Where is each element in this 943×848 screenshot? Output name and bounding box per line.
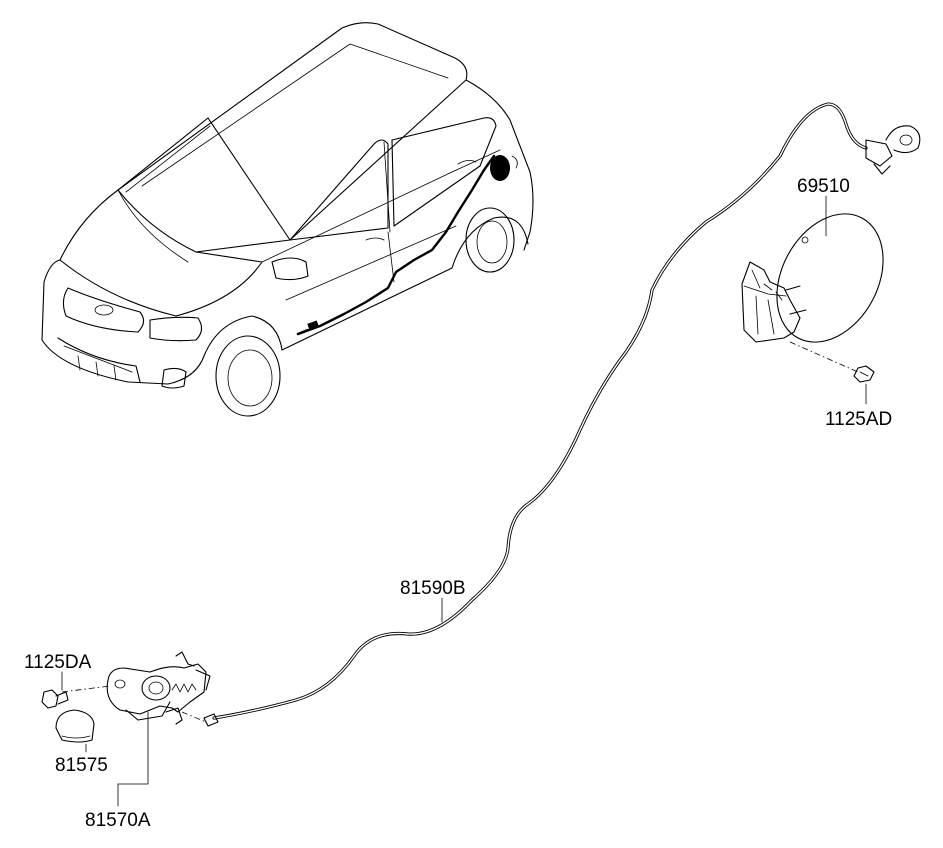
fuel-door-assembly	[741, 213, 884, 383]
label-fuel-door: 69510	[797, 176, 850, 197]
vehicle-illustration	[41, 22, 534, 417]
label-fuel-door-screw: 1125AD	[825, 409, 892, 430]
label-lever-bolt: 1125DA	[24, 652, 92, 673]
opener-lever-assembly	[41, 651, 211, 743]
label-opener-lever-assembly: 81570A	[85, 810, 151, 831]
label-lever-knob: 81575	[55, 755, 108, 776]
callout-lines	[61, 195, 867, 807]
part-labels: 69510 1125AD 81590B 1125DA 81575 81570A	[24, 176, 892, 831]
label-opener-cable: 81590B	[400, 578, 466, 599]
opener-cable	[203, 102, 921, 727]
